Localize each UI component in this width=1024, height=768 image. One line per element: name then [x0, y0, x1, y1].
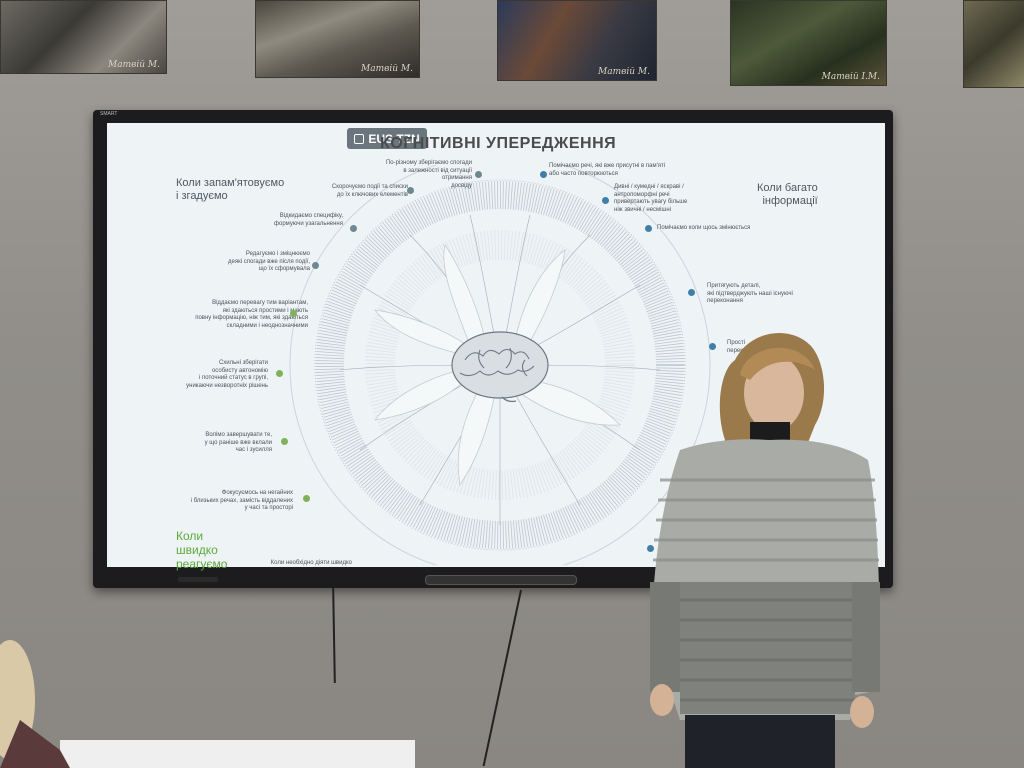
group-marker — [276, 370, 283, 377]
presenter — [650, 333, 880, 768]
group-marker — [647, 545, 654, 552]
audience-member — [0, 640, 70, 768]
brain-icon — [451, 331, 549, 403]
eus-tzn-badge: EUS TZN — [347, 128, 427, 149]
tv-control-buttons[interactable] — [178, 577, 218, 582]
painting-signature: Матвій М. — [598, 67, 650, 77]
bias-group-label: Коли необхідно діяти швидко — [270, 560, 352, 566]
bias-wheel — [289, 165, 711, 565]
group-marker — [688, 289, 695, 296]
group-marker — [290, 310, 297, 317]
bias-group-label: Відкидаємо специфіку, формуючи узагальне… — [274, 213, 343, 227]
group-marker — [350, 225, 357, 232]
group-marker — [602, 197, 609, 204]
group-marker — [475, 171, 482, 178]
painting-signature: Матвій М. — [108, 60, 160, 70]
painting: Матвій М. — [0, 0, 167, 74]
painting: Матвій І.М. — [730, 0, 887, 86]
painting-signature: Матвій І.М. — [821, 72, 880, 82]
group-marker — [303, 495, 310, 502]
bias-group-label: Помічаємо коли щось змінюється — [657, 225, 751, 231]
group-marker — [312, 262, 319, 269]
bias-group-label: Помічаємо речі, які вже присутні в пам'я… — [549, 163, 666, 177]
bias-group-label: Схильні зберігати особисту автономію і п… — [186, 360, 268, 389]
bias-group-label: По-різному зберігаємо спогади в залежнос… — [385, 160, 472, 189]
painting-signature: Матвій М. — [361, 64, 413, 74]
tv-brand-mark: SMART — [100, 111, 118, 117]
tv-bottom-bar — [425, 575, 577, 585]
group-marker — [281, 438, 288, 445]
bias-group-label: Притягують деталі, які підтверджують наш… — [707, 283, 793, 304]
category-act-fast: Коли швидко реагуємо — [176, 529, 228, 571]
bias-group-label: Волімо завершувати те, у що раніше вже в… — [204, 432, 272, 453]
bias-group-label: Фокусуємось на негайних i близьких речах… — [190, 490, 293, 511]
painting — [963, 0, 1024, 88]
slide-title: КОГНІТИВНІ УПЕРЕДЖЕННЯ — [380, 135, 617, 152]
bias-group-label: Віддаємо перевагу тим варіантам, які зда… — [195, 300, 308, 329]
desk — [60, 740, 415, 768]
bias-group-label: Редагуємо і зміцнюємо деякі спогади вже … — [228, 251, 310, 272]
group-marker — [540, 171, 547, 178]
category-remember: Коли запам'ятовуємо і згадуємо — [176, 177, 285, 202]
group-marker — [645, 225, 652, 232]
bias-group-label: Дивні / кумедні / яскраві / антропоморфн… — [614, 184, 688, 213]
bias-group-label: Скорочуємо події та списки до їх ключови… — [331, 184, 408, 198]
group-marker — [407, 187, 414, 194]
category-too-much-info: Коли багато інформації — [757, 182, 818, 207]
painting: Матвій М. — [255, 0, 420, 78]
badge-text: EUS TZN — [368, 131, 420, 146]
home-icon — [354, 133, 365, 144]
group-marker — [709, 343, 716, 350]
painting: Матвій М. — [497, 0, 657, 81]
